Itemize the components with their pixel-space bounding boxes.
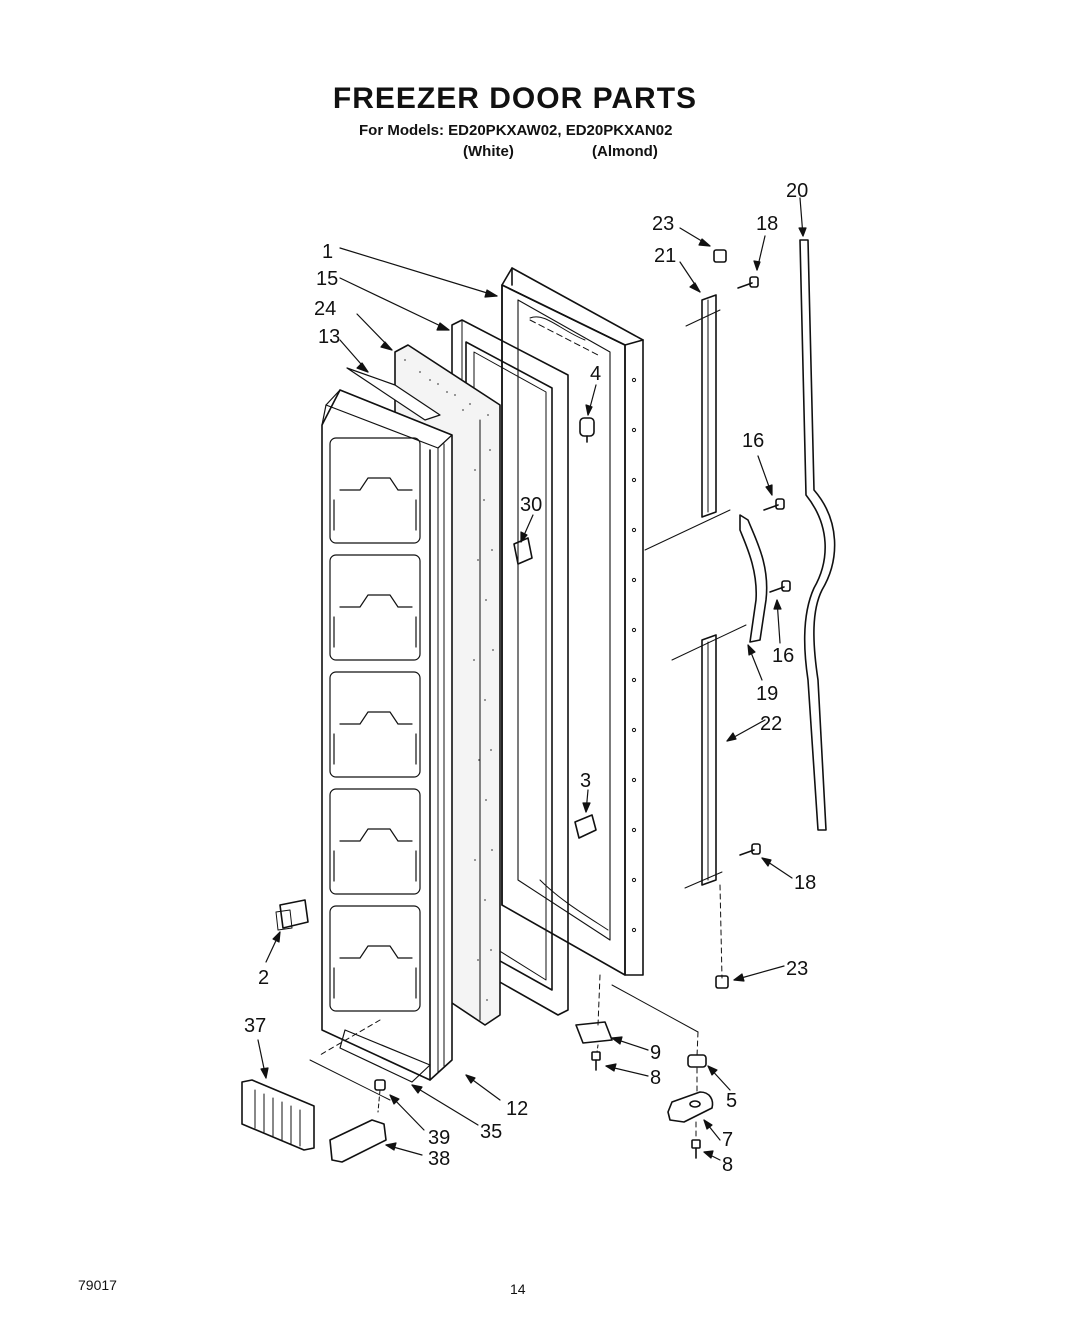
callout-9: 9 (650, 1042, 661, 1064)
variant-white: (White) (463, 143, 514, 160)
callout-23-bottom: 23 (786, 958, 808, 980)
screw-18-top (737, 276, 759, 289)
callout-16-bottom: 16 (772, 645, 794, 667)
screw-16-upper (763, 498, 785, 511)
callout-12: 12 (506, 1098, 528, 1120)
callout-8-upper: 8 (650, 1067, 661, 1089)
callout-39: 39 (428, 1127, 450, 1149)
screw-8-upper (591, 1051, 601, 1071)
callout-2: 2 (258, 967, 269, 989)
models-line: For Models: ED20PKXAW02, ED20PKXAN02 (359, 122, 673, 139)
inner-door-liner (321, 367, 453, 1083)
callout-1: 1 (322, 241, 333, 263)
callout-labels: 1 15 24 13 23 21 18 20 4 16 30 16 19 22 … (244, 180, 816, 1176)
door-handle-bar (799, 239, 836, 831)
cover-38 (329, 1119, 387, 1163)
callout-35: 35 (480, 1121, 502, 1143)
outer-door-panel (501, 267, 644, 976)
page-number: 14 (510, 1281, 526, 1297)
bottom-hinge-7 (667, 1091, 714, 1123)
callout-16-top: 16 (742, 430, 764, 452)
callout-21: 21 (654, 245, 676, 267)
page-title: FREEZER DOOR PARTS (332, 82, 698, 115)
grille-37 (241, 1079, 315, 1151)
variant-almond: (Almond) (592, 143, 658, 160)
screw-18-bottom (739, 843, 761, 856)
screw-16-lower (769, 580, 791, 593)
callout-24: 24 (314, 298, 336, 320)
screw-8-lower (691, 1139, 701, 1159)
callout-19: 19 (756, 683, 778, 705)
document-code: 79017 (78, 1277, 117, 1293)
callout-13: 13 (318, 326, 340, 348)
plug-button-4 (579, 417, 595, 443)
clip-30 (513, 537, 533, 565)
handle-trim-upper (701, 294, 717, 518)
hinge-pin-5 (687, 1054, 707, 1068)
bracket-3 (574, 814, 597, 839)
callout-8-lower: 8 (722, 1154, 733, 1176)
label-2 (275, 899, 309, 931)
callout-38: 38 (428, 1148, 450, 1170)
hinge-plate-9 (575, 1021, 613, 1044)
leader-arrows (257, 197, 807, 1161)
callout-30: 30 (520, 494, 542, 516)
callout-18-bottom: 18 (794, 872, 816, 894)
callout-4: 4 (590, 363, 601, 385)
screw-39 (374, 1079, 386, 1091)
callout-15: 15 (316, 268, 338, 290)
callout-7: 7 (722, 1129, 733, 1151)
callout-23-top: 23 (652, 213, 674, 235)
callout-20: 20 (786, 180, 808, 202)
callout-22: 22 (760, 713, 782, 735)
handle-bracket (739, 514, 768, 643)
end-cap-23-top (713, 249, 727, 263)
callout-3: 3 (580, 770, 591, 792)
callout-37: 37 (244, 1015, 266, 1037)
alignment-lines (309, 309, 747, 1141)
callout-18-top: 18 (756, 213, 778, 235)
callout-5: 5 (726, 1090, 737, 1112)
handle-trim-lower (701, 634, 717, 886)
